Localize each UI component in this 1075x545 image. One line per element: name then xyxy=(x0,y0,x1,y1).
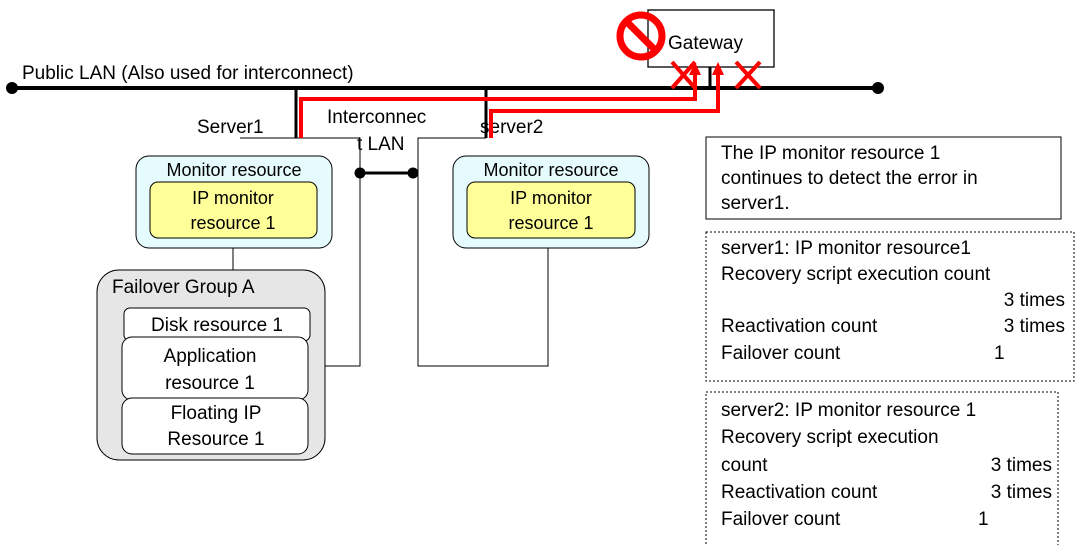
server2-monitor-resource: Monitor resource IP monitor resource 1 xyxy=(452,155,650,249)
server2-reactivation-label: Reactivation count xyxy=(721,482,878,503)
error-note: The IP monitor resource 1 continues to d… xyxy=(705,136,1062,220)
server1-monitor-title: Monitor resource xyxy=(166,160,301,180)
server1-failover-value: 1 xyxy=(994,343,1005,364)
server2-failover-value: 1 xyxy=(978,509,989,530)
server2-monitor-title: Monitor resource xyxy=(483,160,618,180)
failover-group-title: Failover Group A xyxy=(112,277,255,298)
server2-recovery-label-line2: count xyxy=(721,455,768,476)
prohibited-icon xyxy=(616,11,666,61)
note-line3: server1. xyxy=(721,193,790,214)
application-resource-line1: Application xyxy=(164,346,257,367)
lan-endpoint-right xyxy=(872,82,884,94)
application-resource-line2: resource 1 xyxy=(165,373,255,394)
interconnect-lan-label: Interconnec t LAN xyxy=(327,107,426,155)
failure-x-right xyxy=(734,60,762,90)
server2-status-box: server2: IP monitor resource 1 Recovery … xyxy=(705,391,1059,545)
application-resource: Application resource 1 xyxy=(121,336,309,401)
interconnect-label-line2: t LAN xyxy=(357,134,405,155)
server2-ip-monitor-line2: resource 1 xyxy=(508,213,593,233)
server1-failover-label: Failover count xyxy=(721,343,841,364)
server2-ip-monitor-line1: IP monitor xyxy=(510,188,592,208)
server2-monitor-path xyxy=(489,73,720,138)
server1-ip-monitor-line1: IP monitor xyxy=(192,188,274,208)
server1-reactivation-label: Reactivation count xyxy=(721,316,878,337)
gateway-label: Gateway xyxy=(668,33,743,54)
server1-path-arrowhead xyxy=(689,62,701,75)
server1-ip-monitor-line2: resource 1 xyxy=(190,213,275,233)
disk-resource: Disk resource 1 xyxy=(123,307,311,342)
server1-status-box: server1: IP monitor resource1 Recovery s… xyxy=(705,231,1075,382)
interconnect-label-line1: Interconnec xyxy=(327,107,426,128)
disk-resource-label: Disk resource 1 xyxy=(151,315,283,336)
server2-status-title: server2: IP monitor resource 1 xyxy=(721,400,976,421)
server2: server2 Monitor resource IP monitor reso… xyxy=(417,88,650,367)
gateway: Gateway xyxy=(647,9,775,90)
failure-x-left xyxy=(670,60,697,90)
server1-reactivation-value: 3 times xyxy=(1004,316,1065,337)
server2-recovery-value: 3 times xyxy=(991,455,1052,476)
server2-recovery-label-line1: Recovery script execution xyxy=(721,427,939,448)
floating-ip-resource: Floating IP Resource 1 xyxy=(121,397,309,455)
server1-label: Server1 xyxy=(197,117,264,138)
server2-ip-monitor-resource: IP monitor resource 1 xyxy=(466,181,636,239)
failover-group-a: Failover Group A Disk resource 1 Applica… xyxy=(96,269,326,461)
floating-ip-line1: Floating IP xyxy=(171,403,262,424)
note-line2: continues to detect the error in xyxy=(721,168,978,189)
server1-recovery-label: Recovery script execution count xyxy=(721,264,991,285)
server2-reactivation-value: 3 times xyxy=(991,482,1052,503)
server2-failover-label: Failover count xyxy=(721,509,841,530)
server2-path-arrowhead xyxy=(712,62,724,75)
interconnect-link xyxy=(354,167,419,179)
floating-ip-line2: Resource 1 xyxy=(167,429,264,450)
server1-recovery-value: 3 times xyxy=(1004,290,1065,311)
public-lan: Public LAN (Also used for interconnect) xyxy=(6,63,884,94)
server1-status-title: server1: IP monitor resource1 xyxy=(721,238,971,259)
public-lan-label: Public LAN (Also used for interconnect) xyxy=(22,63,354,84)
note-line1: The IP monitor resource 1 xyxy=(721,143,940,164)
lan-endpoint-left xyxy=(6,82,18,94)
server1-monitor-resource: Monitor resource IP monitor resource 1 xyxy=(135,155,333,249)
server2-label: server2 xyxy=(480,117,543,138)
server1-ip-monitor-resource: IP monitor resource 1 xyxy=(149,181,318,239)
